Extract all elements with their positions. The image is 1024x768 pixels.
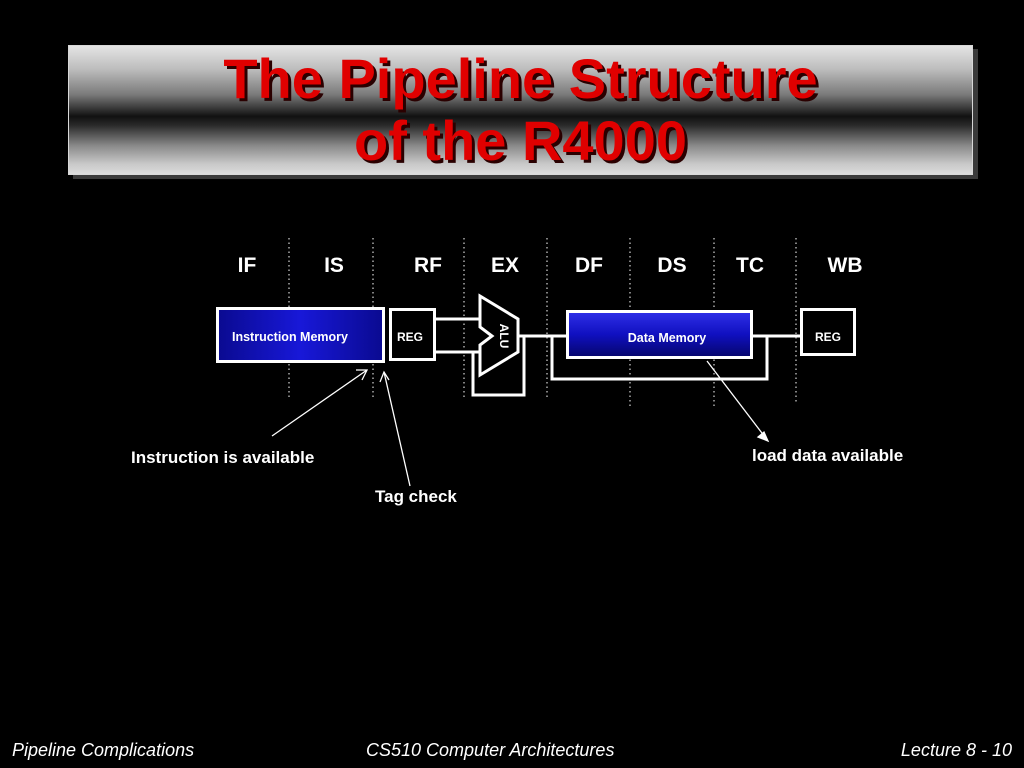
instruction-memory: Instruction Memory [216,307,385,363]
footer-right: Lecture 8 - 10 [900,740,1012,760]
tag-check-label: Tag check [375,487,457,506]
instruction-available-arrow [271,369,368,437]
register-rf-label: REG [397,330,423,344]
title-line-1: The Pipeline Structure [223,47,818,110]
data-memory: Data Memory [566,310,753,359]
stage-label-ds: DS [657,254,686,277]
alu-output-wires [471,334,802,397]
register-rf: REG [389,308,436,361]
register-wb-label: REG [815,330,841,344]
footer-left: Pipeline Complications [12,740,195,760]
footer-center: CS510 Computer Architectures [366,740,615,760]
stage-label-is: IS [324,254,344,277]
data-memory-label: Data Memory [628,331,707,345]
register-wb: REG [800,308,856,356]
reg-to-alu-wires [436,317,480,354]
load-data-available-label: load data available [752,446,903,465]
stage-label-wb: WB [828,254,863,277]
stage-label-ex: EX [491,254,519,277]
instruction-memory-label: Instruction Memory [232,330,348,344]
tag-check-arrow [383,371,411,487]
title-bar: The Pipeline Structure of the R4000 [68,45,973,175]
title-line-2: of the R4000 [354,109,687,172]
alu-label: ALU [497,324,511,349]
load-data-arrow [706,360,769,442]
stage-label-if: IF [238,254,257,277]
alu: ALU [478,293,520,378]
instruction-available-label: Instruction is available [131,448,314,467]
annotation-arrows [271,360,770,487]
stage-label-df: DF [575,254,603,277]
stage-label-tc: TC [736,254,764,277]
stage-label-rf: RF [414,254,442,277]
